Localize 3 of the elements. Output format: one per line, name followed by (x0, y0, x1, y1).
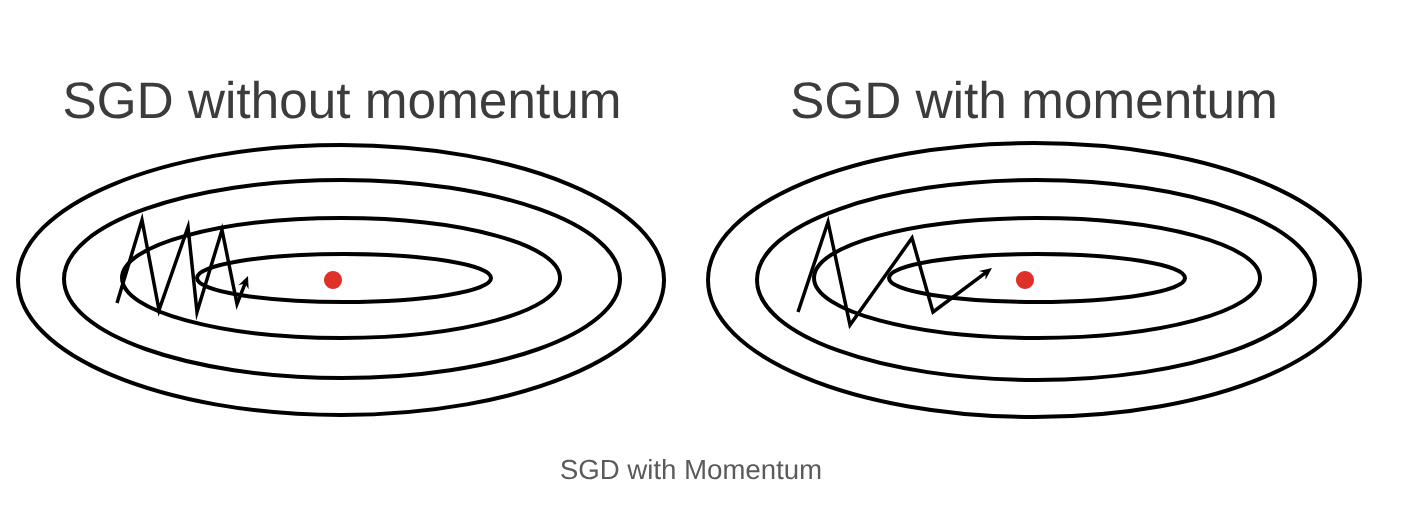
panel-heading: SGD with momentum (792, 80, 1275, 119)
panel-heading: SGD without momentum (64, 80, 619, 119)
caption: SGD with Momentum (561, 459, 821, 480)
